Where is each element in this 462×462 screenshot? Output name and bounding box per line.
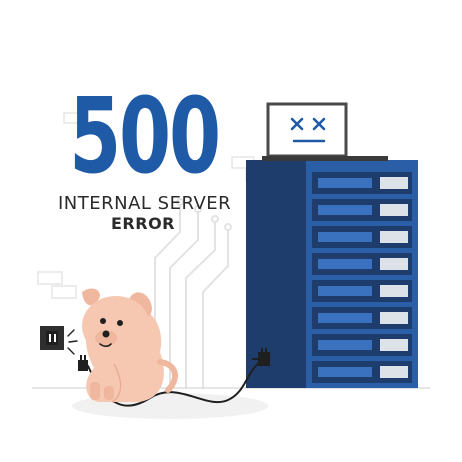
spark-lines-decoration bbox=[67, 329, 78, 355]
circuit-lines-decoration bbox=[154, 198, 232, 389]
server-rack-icon bbox=[246, 160, 418, 388]
error-title-line2: ERROR bbox=[111, 214, 175, 233]
laptop-right-eye-icon bbox=[312, 117, 326, 131]
power-plug-icon bbox=[252, 348, 270, 366]
error-code: 500 bbox=[69, 75, 221, 197]
wall-outlet-icon bbox=[40, 326, 64, 350]
dog-icon bbox=[78, 288, 178, 403]
server-slots bbox=[318, 178, 372, 377]
laptop-icon bbox=[262, 102, 388, 161]
power-cable-icon bbox=[87, 359, 263, 407]
error-title-line1: INTERNAL SERVER bbox=[58, 193, 232, 214]
server-led-grid bbox=[380, 177, 408, 378]
laptop-left-eye-icon bbox=[290, 117, 304, 131]
